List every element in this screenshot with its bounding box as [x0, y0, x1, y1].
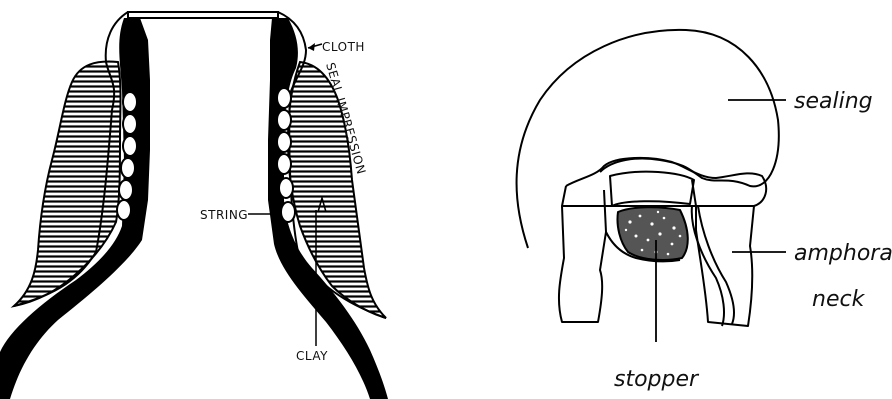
neck-block-center — [610, 172, 694, 206]
stopper — [617, 207, 687, 260]
amphora-sealing-sketch — [517, 30, 786, 342]
neck-inner-right-2 — [698, 206, 734, 324]
label-sealing: sealing — [794, 89, 873, 114]
label-neck: neck — [812, 287, 866, 312]
label-cloth: CLOTH — [322, 40, 365, 54]
label-amphora: amphora — [794, 241, 892, 266]
label-stopper: stopper — [614, 367, 700, 392]
cloth-top — [128, 12, 278, 18]
label-string: STRING — [200, 208, 248, 222]
label-clay: CLAY — [296, 349, 328, 363]
amphora-cross-section: CLOTH STRING CLAY SEAL IMPRESSION — [0, 12, 388, 399]
